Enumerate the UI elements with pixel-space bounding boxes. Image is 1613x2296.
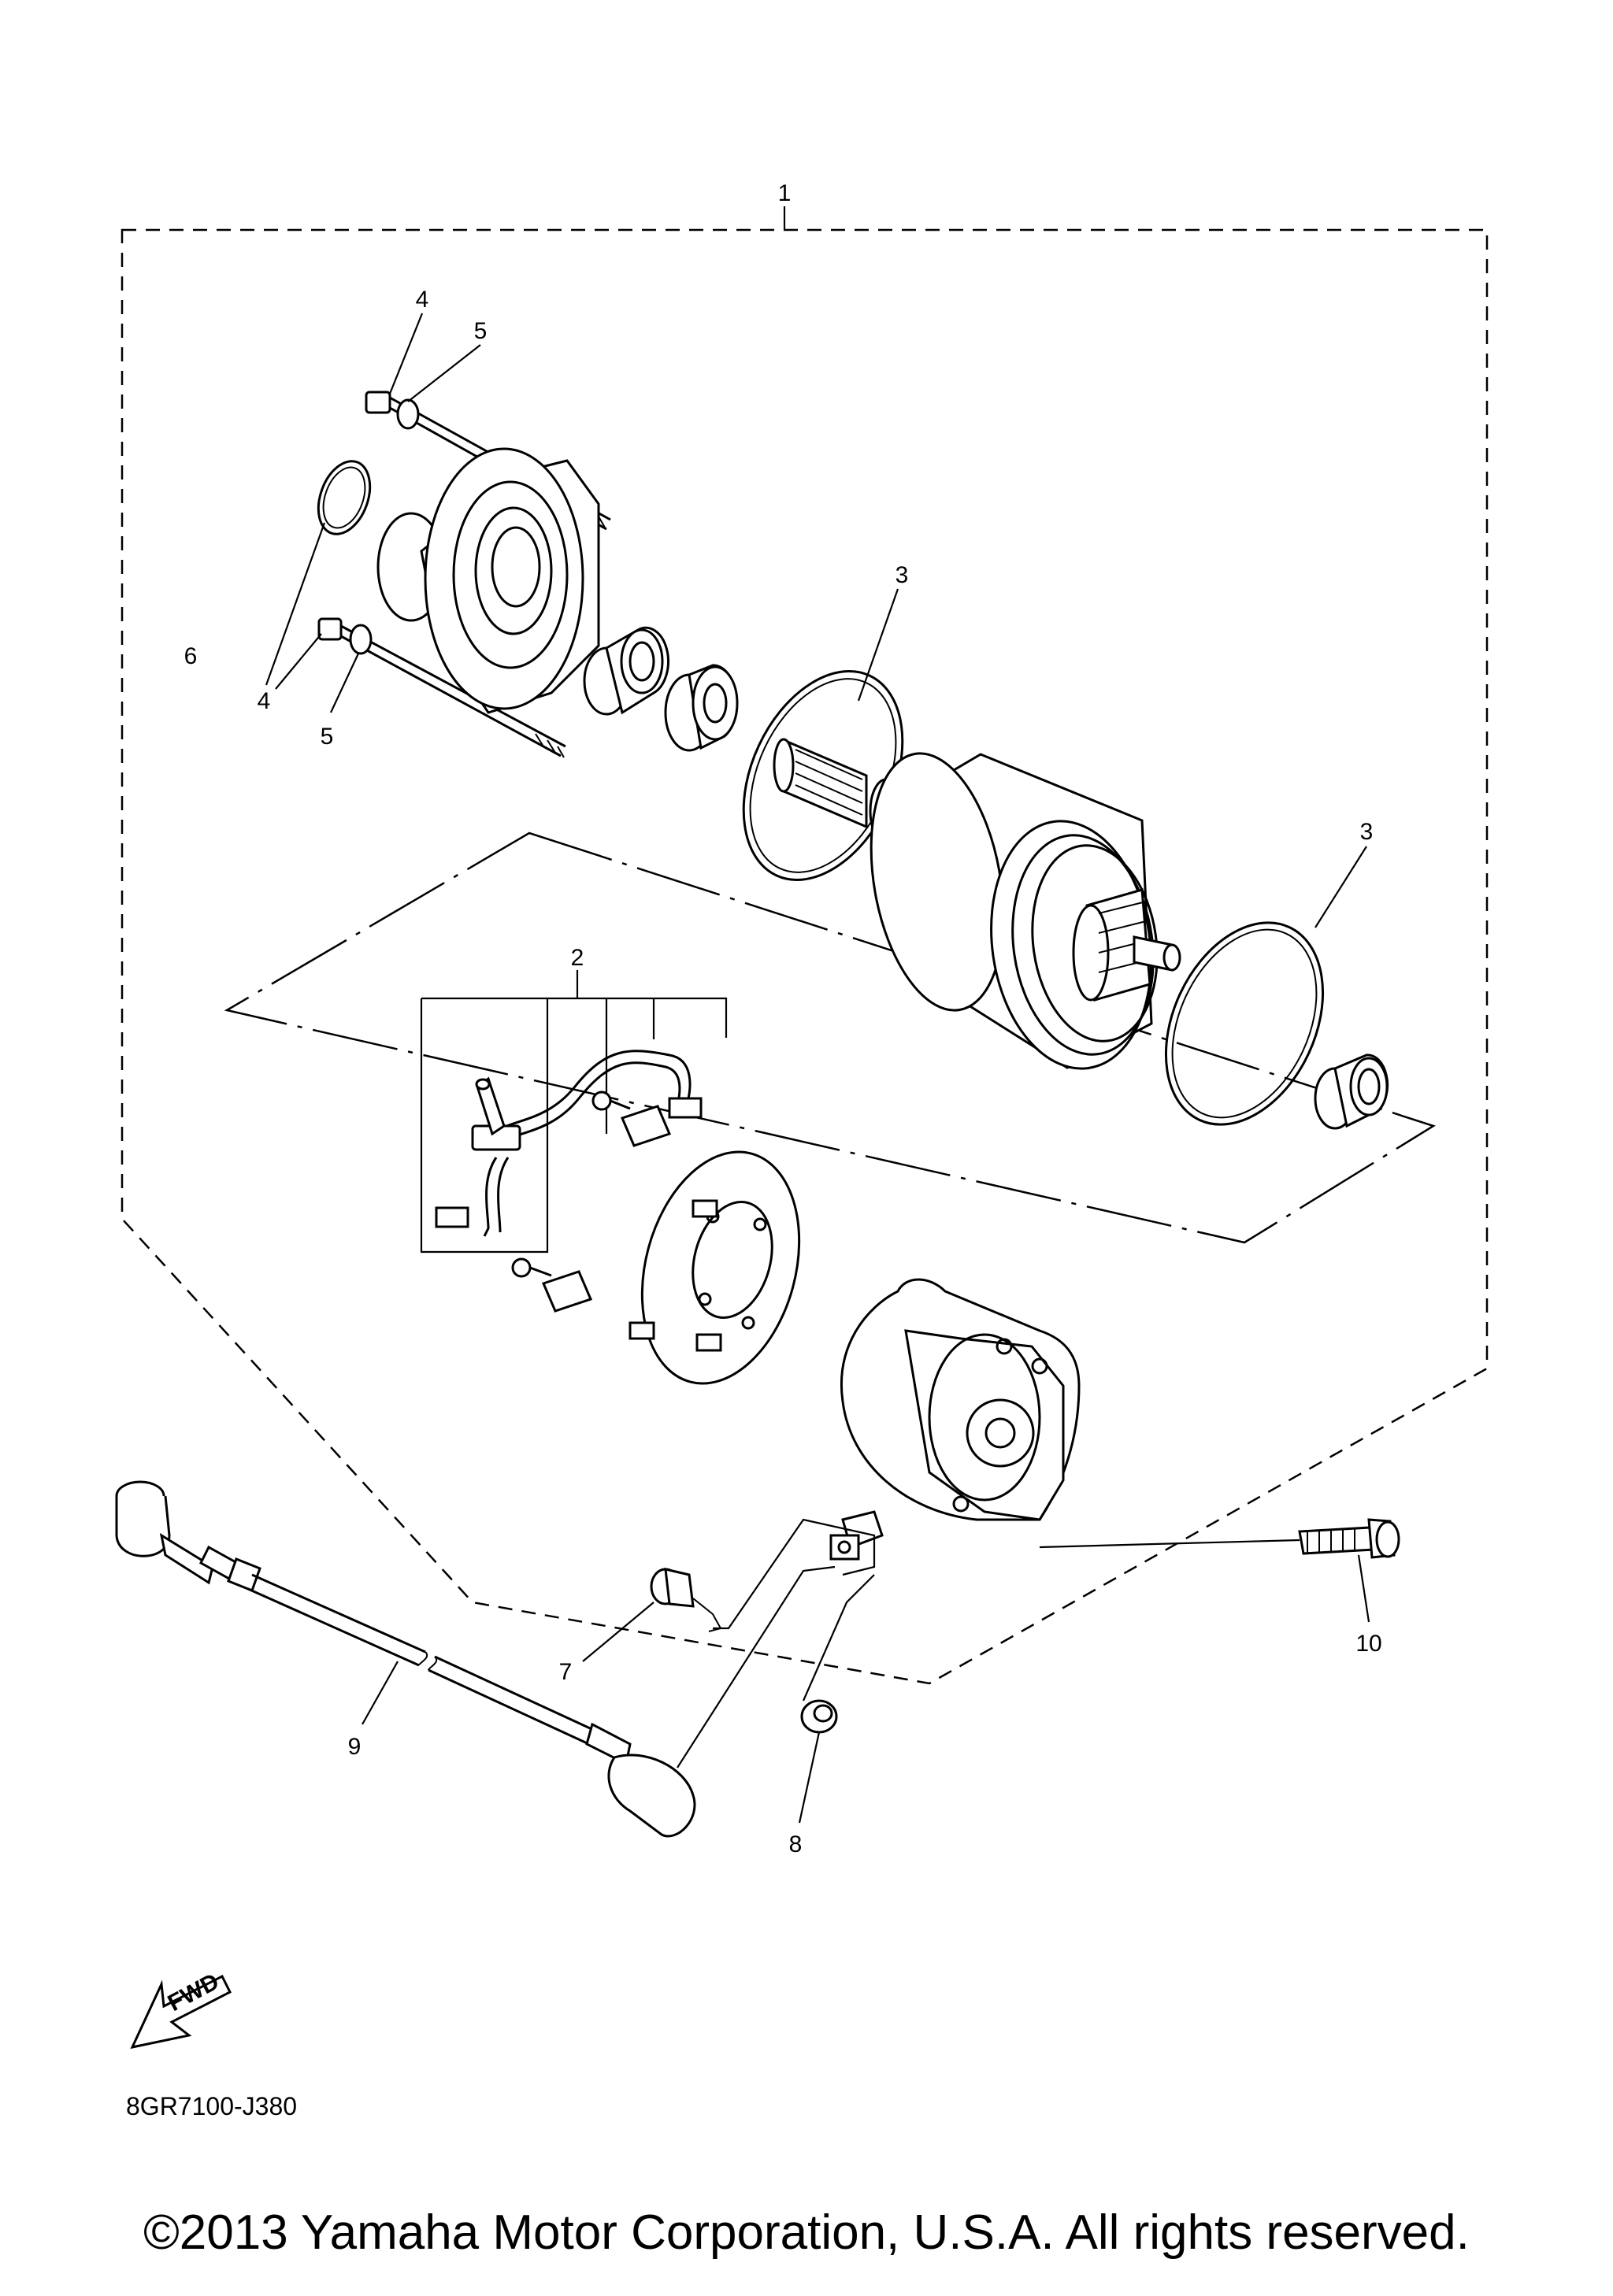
callout-3-lower: 3 [1360,819,1374,845]
bearing [583,626,669,716]
bolt-part-10 [1298,1518,1400,1559]
callout-6: 6 [184,643,198,669]
callout-8: 8 [789,1831,803,1857]
bolt-part-7 [650,1568,722,1632]
oil-seal [664,664,739,752]
washer-lower-part-5 [349,624,373,655]
rear-cover [829,1278,1081,1561]
o-ring-part-3-lower-inner [1171,928,1318,1119]
o-ring-part-6-inner [322,466,366,529]
drawing-code: 8GR7100-J380 [126,2092,297,2120]
leader-bolt-10 [1039,1539,1300,1549]
terminal-leader-7 [713,1518,876,1630]
callout-leaders [265,313,1370,1824]
copyright-notice: ©2013 Yamaha Motor Corporation, U.S.A. A… [143,2205,1470,2260]
callout-3-upper: 3 [895,562,909,588]
callout-4-upper: 4 [416,287,429,313]
cable-terminal-leader [677,1565,836,1768]
yoke [870,752,1181,1070]
terminal-leader-8 [802,1574,875,1702]
callout-5-upper: 5 [474,318,488,344]
callout-9: 9 [348,1734,362,1760]
brush-plate [629,1150,801,1385]
o-ring-part-3-lower [1164,921,1325,1126]
assembly-boundary-dashed [121,228,1489,1685]
bolt-lower-part-4 [317,617,566,758]
rear-bearing [1314,1054,1389,1130]
callout-5-lower: 5 [321,724,334,750]
starter-cable-part-9 [115,1480,696,1838]
callout-2: 2 [571,945,584,971]
brush-group-plane [224,831,1436,1244]
callout-1: 1 [778,180,792,206]
callout-10: 10 [1355,1631,1381,1657]
callout-7: 7 [559,1659,573,1685]
brush-screws [511,1091,672,1313]
leader-2 [420,970,728,1254]
fwd-arrow-icon [130,1974,232,2050]
nut-part-8 [800,1699,838,1734]
o-ring-part-6 [317,460,372,535]
brush-lead [435,1050,703,1237]
front-cover [376,447,600,714]
callout-4-lower: 4 [258,688,271,714]
washer-upper-part-5 [396,398,420,430]
